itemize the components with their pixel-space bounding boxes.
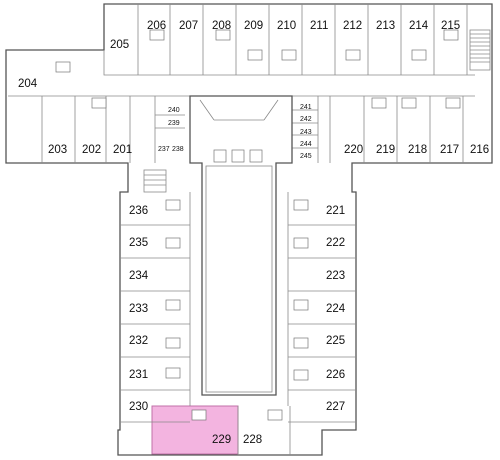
room-label-234[interactable]: 234 [129, 270, 149, 282]
small-room-labels: 240 239 237 238 241 242 243 244 245 [158, 104, 312, 160]
room-label-241[interactable]: 241 [300, 104, 312, 111]
room-label-245[interactable]: 245 [300, 153, 312, 160]
room-label-204[interactable]: 204 [18, 78, 38, 90]
room-label-244[interactable]: 244 [300, 141, 312, 148]
room-label-202[interactable]: 202 [82, 144, 101, 156]
room-label-235[interactable]: 235 [129, 237, 148, 249]
room-label-237[interactable]: 237 [158, 146, 170, 153]
room-label-214[interactable]: 214 [409, 20, 429, 32]
room-label-216[interactable]: 216 [470, 144, 489, 156]
bathroom-fixtures [55, 29, 461, 421]
room-label-222[interactable]: 222 [326, 237, 345, 249]
room-label-213[interactable]: 213 [376, 20, 395, 32]
room-label-203[interactable]: 203 [48, 144, 67, 156]
room-label-228[interactable]: 228 [243, 434, 262, 446]
room-label-217[interactable]: 217 [440, 144, 459, 156]
room-label-227[interactable]: 227 [326, 401, 345, 413]
room-label-226[interactable]: 226 [326, 369, 345, 381]
room-label-233[interactable]: 233 [129, 303, 148, 315]
room-label-238[interactable]: 238 [172, 146, 184, 153]
room-label-210[interactable]: 210 [277, 20, 296, 32]
room-label-239[interactable]: 239 [168, 120, 180, 127]
room-label-243[interactable]: 243 [300, 129, 312, 136]
room-label-215[interactable]: 215 [441, 20, 460, 32]
central-atrium [189, 95, 293, 396]
room-label-240[interactable]: 240 [168, 107, 180, 114]
room-label-225[interactable]: 225 [326, 335, 345, 347]
room-label-230[interactable]: 230 [129, 401, 148, 413]
room-label-208[interactable]: 208 [212, 20, 231, 32]
room-label-223[interactable]: 223 [326, 270, 345, 282]
room-label-209[interactable]: 209 [244, 20, 263, 32]
room-label-242[interactable]: 242 [300, 116, 312, 123]
room-label-207[interactable]: 207 [179, 20, 198, 32]
room-label-229[interactable]: 229 [212, 434, 231, 446]
room-label-206[interactable]: 206 [147, 20, 166, 32]
room-label-224[interactable]: 224 [326, 303, 346, 315]
room-label-232[interactable]: 232 [129, 335, 148, 347]
room-label-231[interactable]: 231 [129, 369, 148, 381]
room-label-218[interactable]: 218 [408, 144, 427, 156]
building-outline-north-wing [5, 3, 493, 456]
room-label-236[interactable]: 236 [129, 205, 148, 217]
room-label-211[interactable]: 211 [310, 20, 328, 32]
room-label-220[interactable]: 220 [344, 144, 363, 156]
south-room-dividers [120, 192, 356, 455]
room-label-205[interactable]: 205 [110, 39, 129, 51]
north-room-dividers [41, 4, 468, 163]
room-label-201[interactable]: 201 [113, 144, 132, 156]
stairs-northeast [469, 29, 491, 71]
stairs-west [143, 169, 167, 193]
room-label-212[interactable]: 212 [343, 20, 362, 32]
room-labels: 204 205 206 207 208 209 210 211 212 213 … [18, 20, 489, 446]
room-label-219[interactable]: 219 [376, 144, 395, 156]
room-label-221[interactable]: 221 [326, 205, 345, 217]
